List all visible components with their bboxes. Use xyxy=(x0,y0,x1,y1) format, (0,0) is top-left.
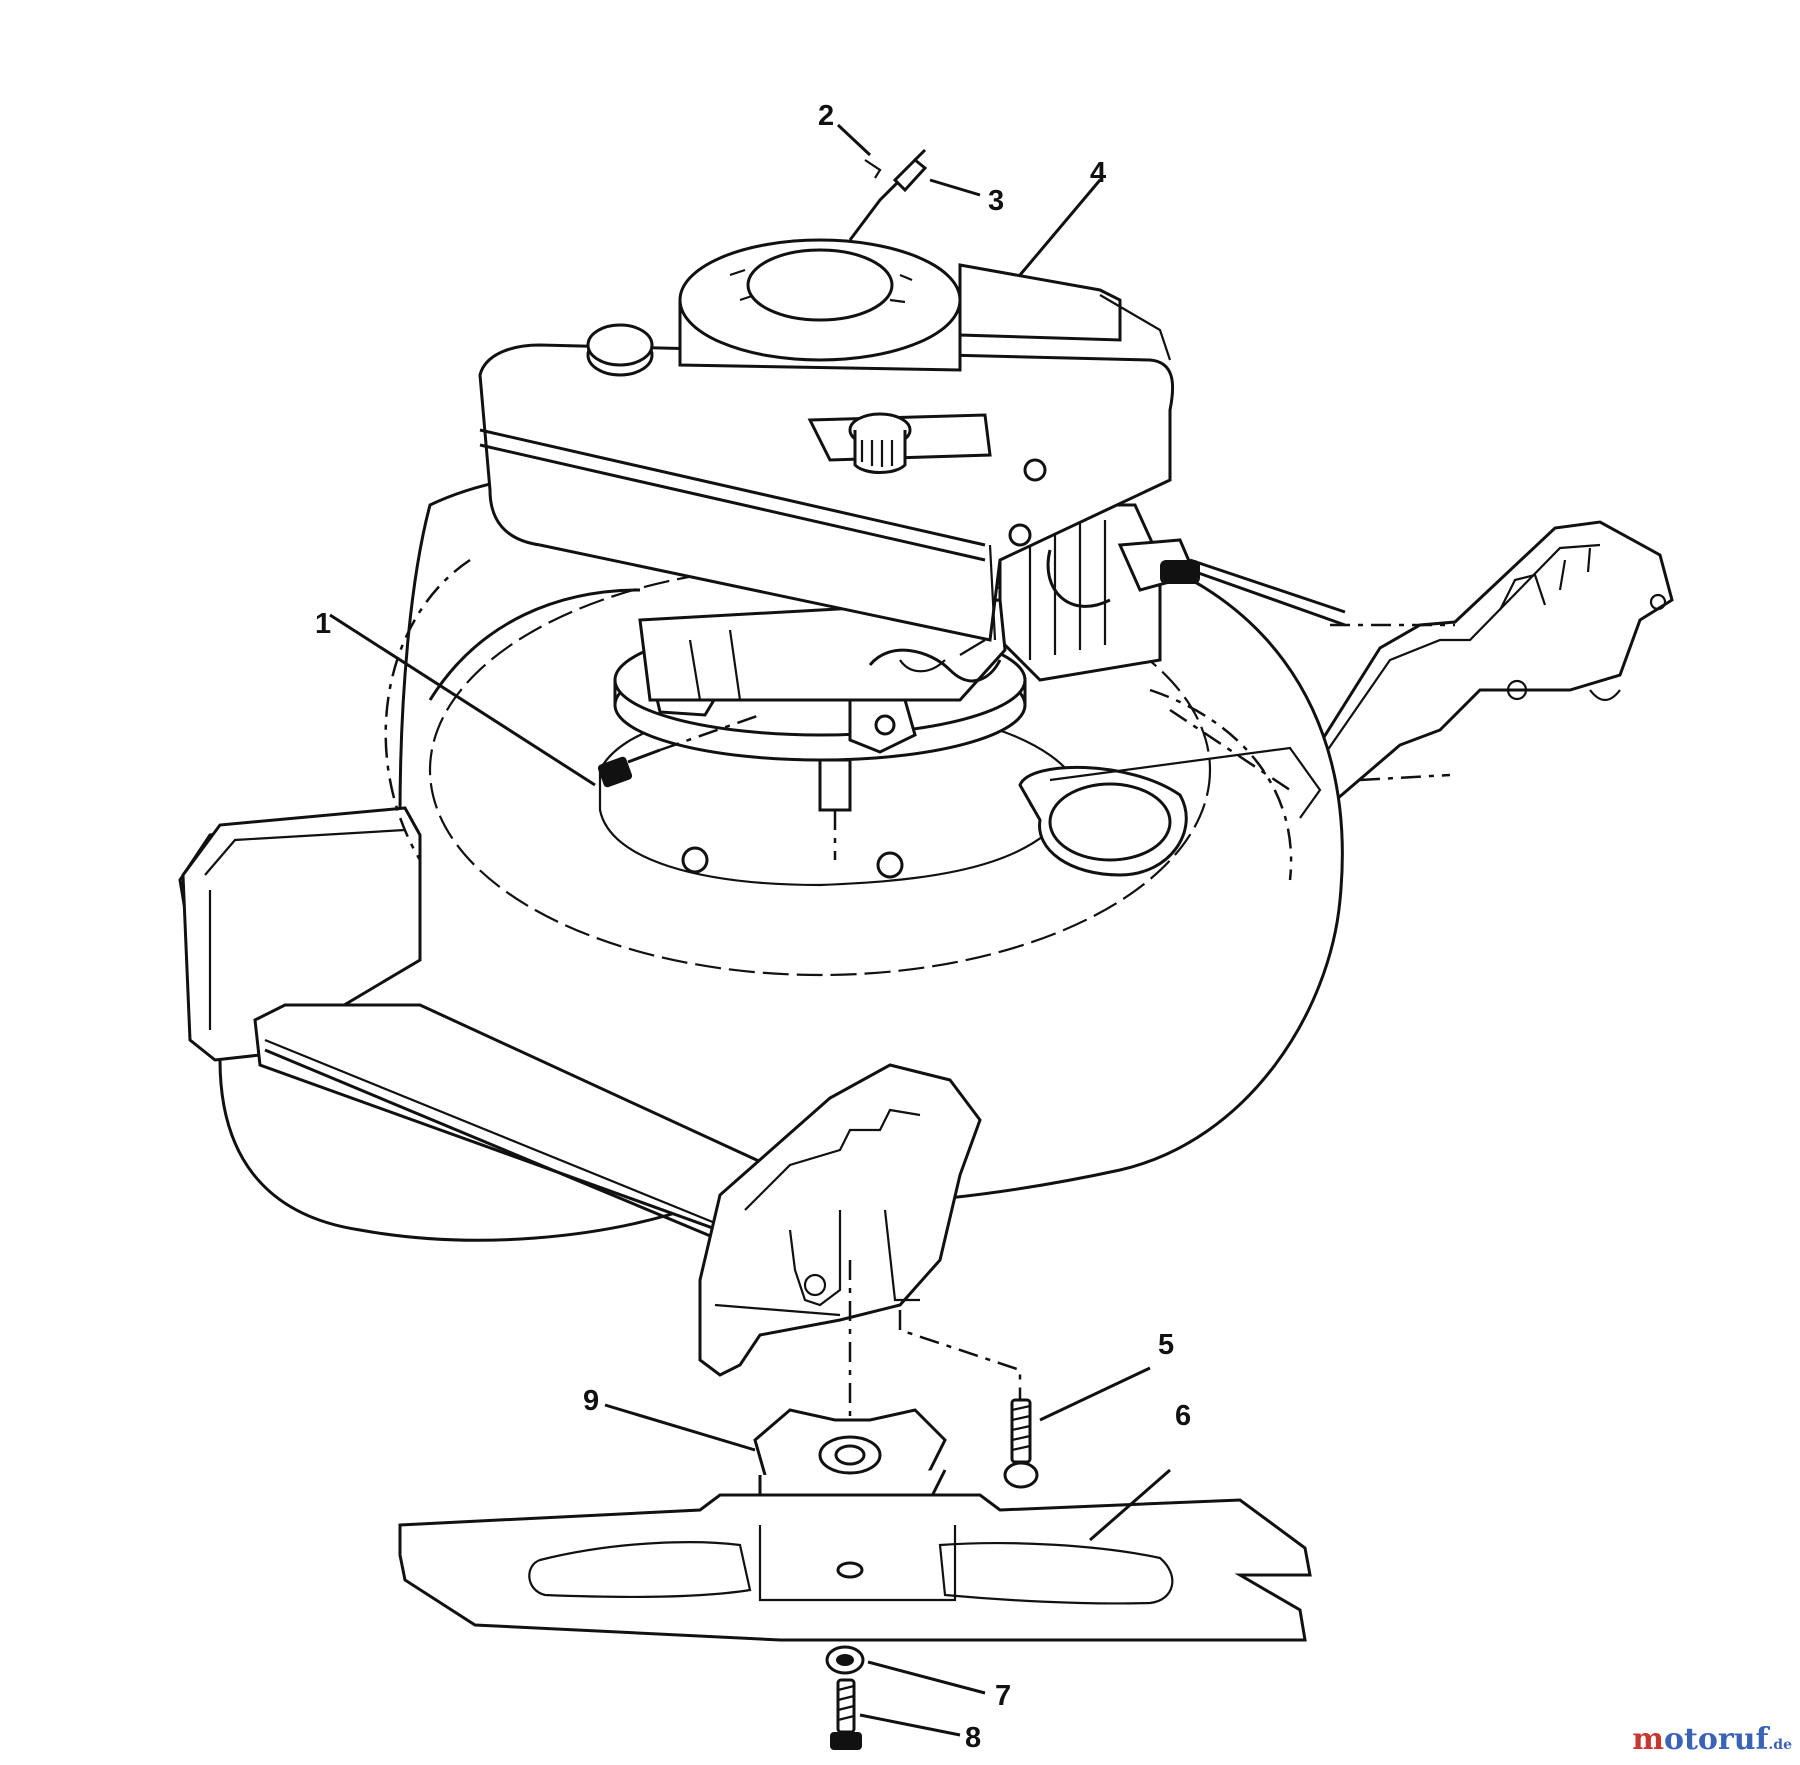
callout-1: 1 xyxy=(315,608,331,640)
callout-3: 3 xyxy=(988,185,1004,217)
centerline-bolt-5 xyxy=(898,1310,1022,1405)
part-2-3-throttle-cable xyxy=(836,123,981,241)
part-6-blade xyxy=(398,1468,1312,1642)
watermark-name: otoruf xyxy=(1664,1722,1769,1757)
callout-2: 2 xyxy=(818,100,834,132)
callout-labels: 1 2 3 4 5 6 7 8 9 xyxy=(315,100,1191,1754)
callout-4: 4 xyxy=(1090,157,1106,189)
engine xyxy=(478,238,1200,860)
callout-7: 7 xyxy=(995,1680,1011,1712)
callout-5: 5 xyxy=(1158,1329,1174,1361)
callout-8: 8 xyxy=(965,1722,981,1754)
watermark-prefix: m xyxy=(1632,1722,1665,1757)
part-5-bolt xyxy=(1003,1366,1151,1489)
part-4-leader xyxy=(1018,179,1102,276)
rear-handle-bracket xyxy=(1289,520,1674,807)
part-7-washer xyxy=(825,1645,986,1695)
callout-9: 9 xyxy=(583,1385,599,1417)
watermark-suffix: .de xyxy=(1768,1737,1792,1753)
front-handle-bracket xyxy=(698,1063,982,1377)
part-1-bolt xyxy=(329,613,761,788)
watermark-logo: motoruf.de xyxy=(1632,1722,1792,1757)
callout-6: 6 xyxy=(1175,1400,1191,1432)
part-8-bolt xyxy=(830,1678,961,1750)
